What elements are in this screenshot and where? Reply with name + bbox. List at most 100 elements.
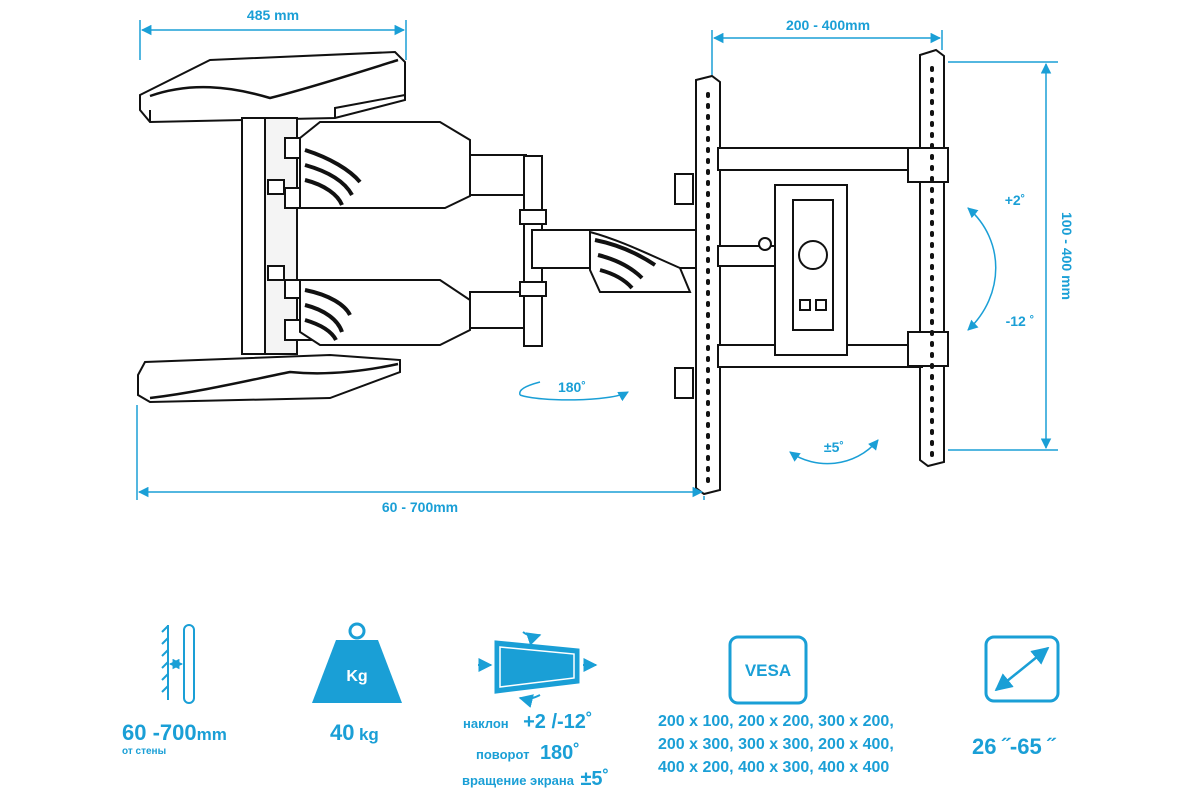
rail-hole <box>930 121 934 127</box>
vesa-line: 200 x 300, 300 x 300, 200 x 400, <box>658 736 894 753</box>
rail-hole <box>706 367 710 373</box>
rail-hole <box>930 352 934 358</box>
tilt-up-label: +2˚ <box>1005 192 1026 208</box>
rail-hole <box>930 77 934 83</box>
articulating-arms <box>284 121 703 347</box>
tilt-down-label: -12 ˚ <box>1006 313 1035 329</box>
swivel-value: 180˚ <box>539 742 580 764</box>
rail-hole <box>930 451 934 457</box>
rail-hole <box>930 286 934 292</box>
rail-hole <box>706 323 710 329</box>
width-top-label: 485 mm <box>247 7 299 23</box>
rail-hole <box>930 264 934 270</box>
vesa-line: 200 x 100, 200 x 200, 300 x 200, <box>658 713 894 730</box>
rail-hole <box>706 433 710 439</box>
rail-hole <box>706 455 710 461</box>
swivel-caption: поворот <box>476 747 530 762</box>
rotation-value: ±5˚ <box>580 768 610 790</box>
motion-screen-icon <box>478 631 598 708</box>
rail-hole <box>706 125 710 131</box>
weight-icon <box>312 622 402 703</box>
rail-hole <box>930 363 934 369</box>
rail-hole <box>930 374 934 380</box>
rail-hole <box>706 257 710 263</box>
rail-hole <box>930 143 934 149</box>
rail-hole <box>930 407 934 413</box>
screen-size-value: 26 ˝-65 ˝ <box>972 734 1056 759</box>
rail-hole <box>706 290 710 296</box>
rail-hole <box>706 92 710 98</box>
rail-hole <box>930 297 934 303</box>
rail-hole <box>930 385 934 391</box>
rail-hole <box>706 180 710 186</box>
rail-hole <box>706 477 710 483</box>
rail-hole <box>706 356 710 362</box>
rail-hole <box>930 275 934 281</box>
rail-hole <box>706 466 710 472</box>
rail-hole <box>706 114 710 120</box>
rail-hole <box>930 319 934 325</box>
rotation-line: вращение экрана ±5˚ <box>462 768 609 791</box>
rail-hole <box>930 440 934 446</box>
vesa-horizontal-label: 200 - 400mm <box>786 17 870 33</box>
load-unit: kg <box>358 725 379 744</box>
tilt-line: наклон +2 /-12˚ <box>463 711 593 734</box>
extension-label: 60 - 700mm <box>382 499 458 515</box>
swivel-line: поворот 180˚ <box>476 742 580 765</box>
rail-hole <box>706 213 710 219</box>
rail-hole <box>930 341 934 347</box>
rail-hole <box>930 88 934 94</box>
vesa-icon-label: VESA <box>745 661 791 680</box>
rotation-label: ±5˚ <box>824 439 844 455</box>
rail-hole <box>706 400 710 406</box>
rail-hole <box>706 202 710 208</box>
vesa-icon <box>728 635 808 705</box>
rail-hole <box>706 224 710 230</box>
rail-hole <box>930 110 934 116</box>
rail-hole <box>706 444 710 450</box>
rail-hole <box>930 154 934 160</box>
rail-hole <box>706 334 710 340</box>
distance-note: от стены <box>122 746 167 757</box>
rail-hole <box>930 165 934 171</box>
load-value: 40 kg <box>330 720 379 746</box>
vesa-sizes: 200 x 100, 200 x 200, 300 x 200, 200 x 3… <box>658 710 894 779</box>
rail-hole <box>930 220 934 226</box>
rail-hole <box>706 103 710 109</box>
rail-hole <box>706 235 710 241</box>
vesa-line: 400 x 200, 400 x 300, 400 x 400 <box>658 759 890 776</box>
wall-distance-icon <box>161 624 195 704</box>
rail-hole <box>706 279 710 285</box>
rail-hole <box>706 268 710 274</box>
rail-hole <box>930 330 934 336</box>
rail-hole <box>930 396 934 402</box>
rail-hole <box>930 418 934 424</box>
rail-hole <box>930 231 934 237</box>
distance-unit: mm <box>196 725 227 744</box>
rail-hole <box>930 187 934 193</box>
rail-hole <box>930 429 934 435</box>
rail-hole <box>706 422 710 428</box>
rail-hole <box>706 191 710 197</box>
wall-plate <box>137 50 406 404</box>
rail-hole <box>930 209 934 215</box>
rail-hole <box>706 345 710 351</box>
rail-hole <box>706 411 710 417</box>
rotation-caption: вращение экрана <box>462 773 574 788</box>
rail-hole <box>930 132 934 138</box>
screen-size-icon <box>984 635 1060 703</box>
vesa-vertical-label: 100 - 400 mm <box>1059 212 1075 300</box>
rail-hole <box>706 147 710 153</box>
rail-hole <box>930 66 934 72</box>
rail-hole <box>706 136 710 142</box>
rail-hole <box>930 308 934 314</box>
tv-bracket <box>674 48 949 496</box>
rail-holes <box>706 66 934 483</box>
dimension-lines <box>136 20 1058 500</box>
rail-hole <box>706 312 710 318</box>
rail-hole <box>706 158 710 164</box>
rail-hole <box>930 198 934 204</box>
distance-number: 60 -700 <box>122 720 197 745</box>
tilt-value: +2 /-12˚ <box>523 711 593 733</box>
